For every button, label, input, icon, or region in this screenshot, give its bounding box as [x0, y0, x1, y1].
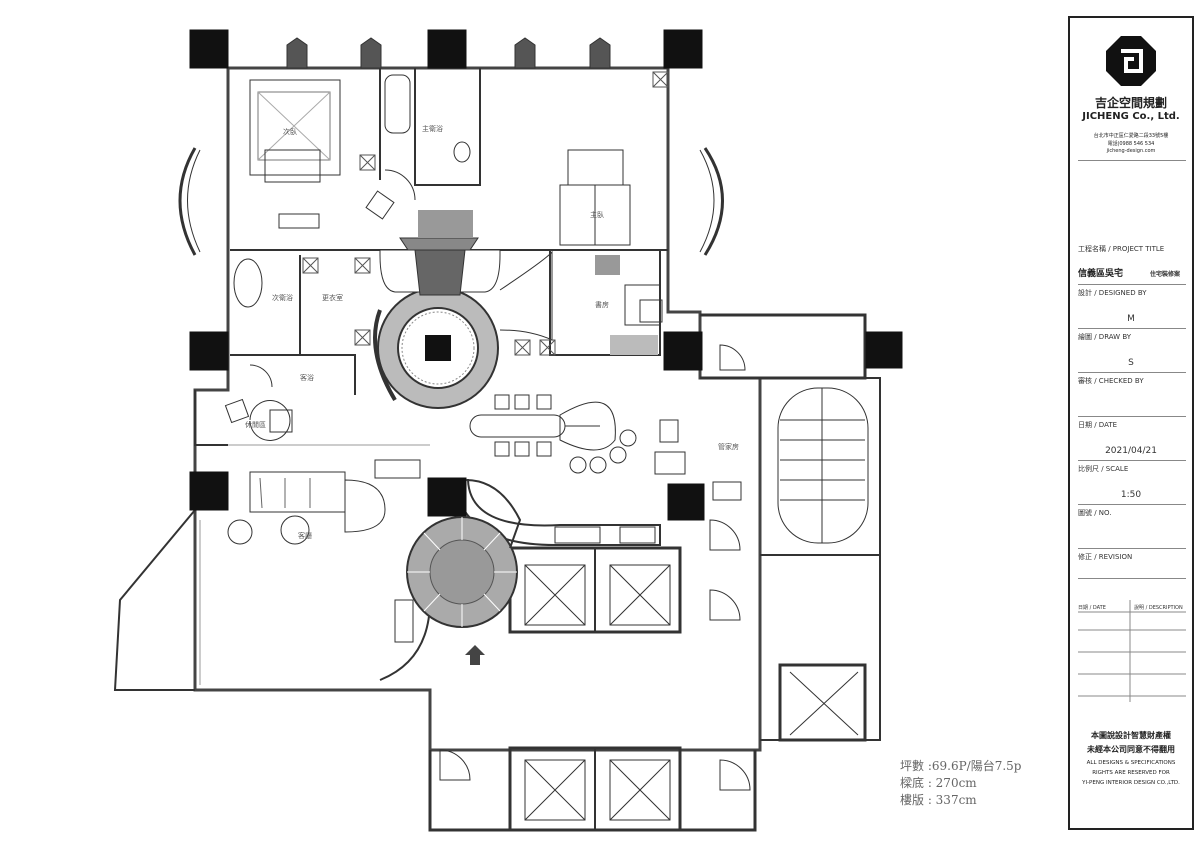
revision-label: 修正 / REVISION — [1078, 553, 1133, 561]
project-title-label: 工程名稱 / PROJECT TITLE — [1078, 245, 1165, 253]
room-label-master: 主臥 — [590, 211, 604, 219]
project-type: 住宅裝修案 — [1150, 271, 1181, 278]
room-label-manager: 管家房 — [718, 443, 739, 451]
rev-date-header: 日期 / DATE — [1078, 605, 1106, 611]
date-value: 2021/04/21 — [1105, 446, 1157, 456]
bay-right — [703, 147, 724, 256]
bay-left — [178, 147, 197, 256]
rights-en-1: ALL DESIGNS & SPECIFICATIONS — [1086, 760, 1176, 766]
room-label-study: 書房 — [595, 301, 609, 309]
rights-en-3: YI-PENG INTERIOR DESIGN CO.,LTD. — [1082, 780, 1180, 786]
room-label-bedroom2: 次臥 — [283, 128, 297, 136]
scale-value: 1:50 — [1120, 490, 1142, 500]
company-logo-icon — [1106, 36, 1156, 86]
room-label-leisure: 休閒區 — [245, 421, 266, 429]
column — [189, 29, 229, 69]
master-bed — [249, 79, 341, 176]
floor-plan-drawing — [113, 29, 903, 832]
drawn-value: S — [1128, 358, 1134, 368]
stat-area: 坪數 :69.6P/陽台7.5p — [900, 759, 1022, 773]
date-label: 日期 / DATE — [1078, 421, 1118, 429]
area-stats: 坪數 :69.6P/陽台7.5p 樑底 : 270cm 樓版 : 337cm — [900, 758, 1021, 809]
rev-desc-header: 說明 / DESCRIPTION — [1134, 605, 1183, 611]
company-name-cn: 吉企空間規劃 — [1094, 96, 1167, 110]
rights-cn-1: 本圖說設計智慧財產權 — [1091, 731, 1171, 740]
company-address: 台北市中正區仁愛路二段33號5樓 — [1093, 133, 1169, 139]
room-label-closet: 更衣室 — [322, 294, 343, 302]
designed-value: M — [1127, 314, 1135, 324]
dining-table — [469, 414, 566, 438]
balcony-left — [113, 509, 196, 691]
designed-label: 設計 / DESIGNED BY — [1078, 289, 1147, 297]
revision-table: 日期 / DATE 說明 / DESCRIPTION — [1078, 600, 1186, 702]
room-label-lounge: 客廳 — [298, 532, 312, 540]
company-website: jicheng-design.com — [1106, 148, 1156, 154]
project-name: 信義區吳宅 — [1078, 269, 1124, 279]
room-label-bath2: 次衛浴 — [272, 294, 293, 302]
rights-cn-2: 未經本公司同意不得翻用 — [1087, 745, 1175, 754]
title-block: 吉企空間規劃 JICHENG Co., Ltd. 台北市中正區仁愛路二段33號5… — [1068, 16, 1194, 830]
stat-floor: 樓版 : 337cm — [900, 793, 977, 807]
drawn-label: 繪圖 / DRAW BY — [1078, 333, 1132, 341]
annex-right — [700, 313, 867, 380]
drawing-no-label: 圖號 / NO. — [1078, 509, 1112, 517]
scale-label: 比例尺 / SCALE — [1078, 465, 1129, 473]
room-label-master-bath: 主衛浴 — [422, 125, 443, 133]
company-name-en: JICHENG Co., Ltd. — [1082, 111, 1180, 122]
stair-core — [777, 387, 869, 544]
floor-plan: 次臥 主衛浴 次衛浴 更衣室 客浴 書房 休閒區 客廳 管家房 主臥 — [113, 29, 903, 832]
rights-en-2: RIGHTS ARE RESERVED FOR — [1092, 770, 1170, 776]
room-label-bath3: 客浴 — [300, 374, 314, 382]
checked-label: 審核 / CHECKED BY — [1078, 377, 1144, 385]
stat-ceiling: 樑底 : 270cm — [900, 776, 977, 790]
company-phone: 電話|0988 546 534 — [1107, 141, 1155, 147]
